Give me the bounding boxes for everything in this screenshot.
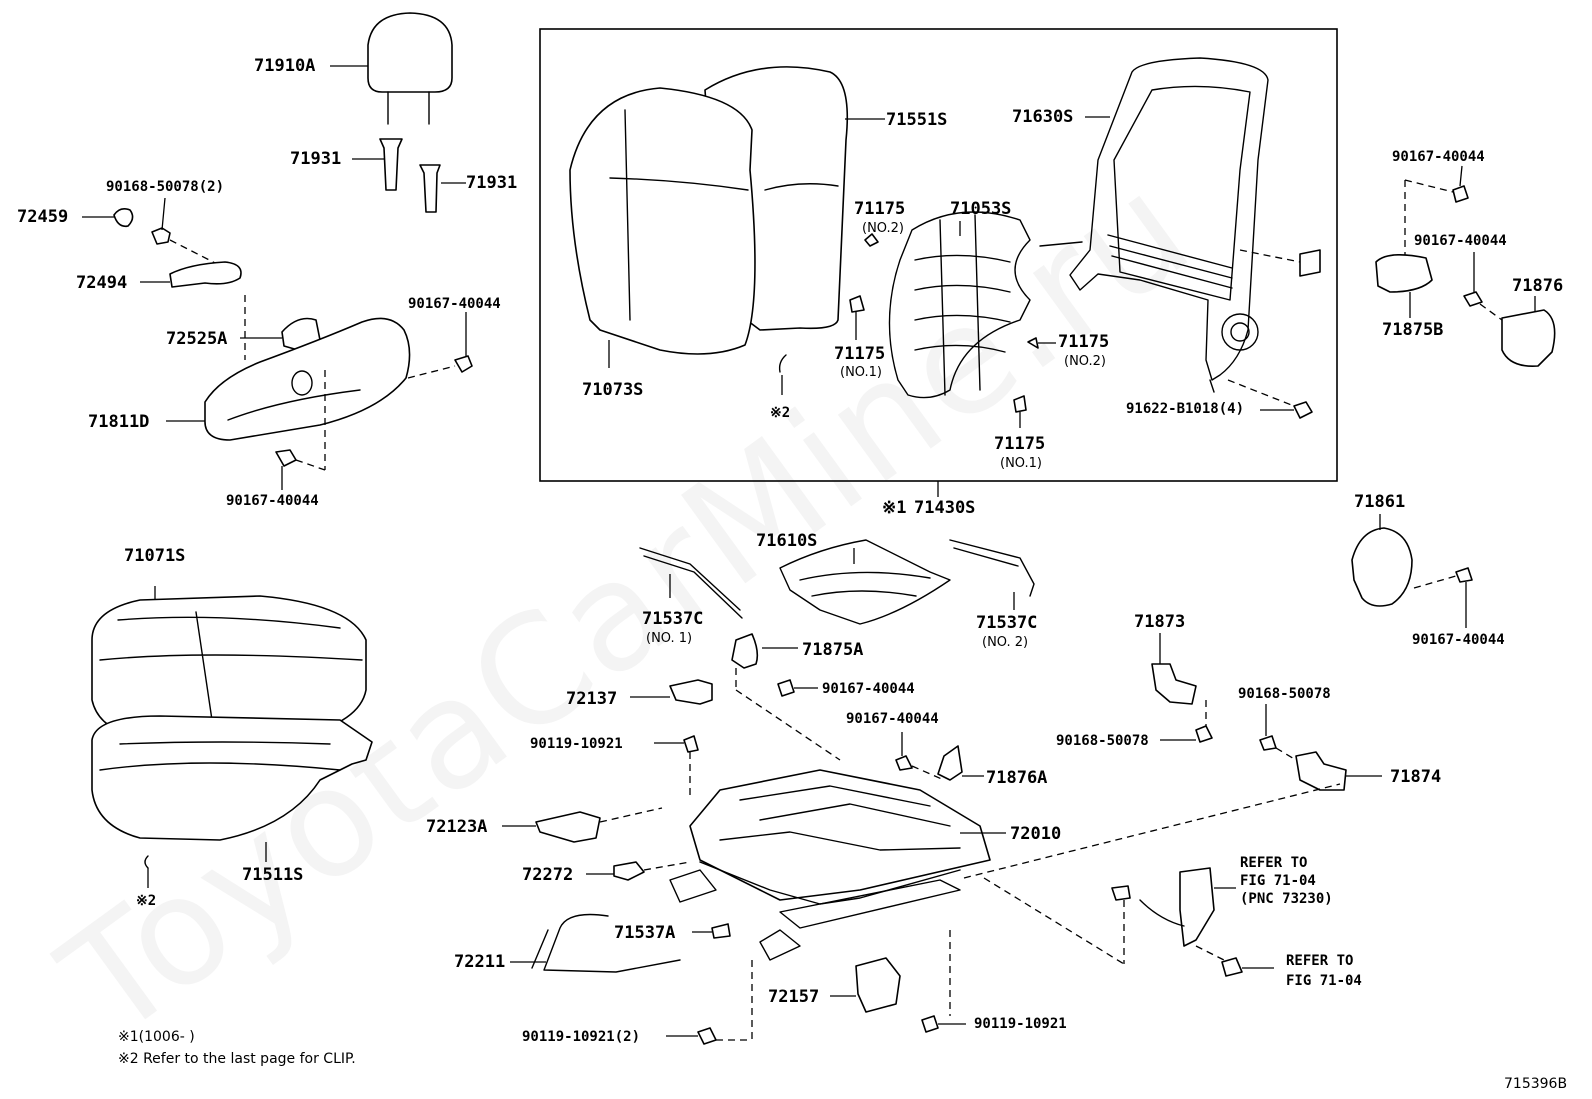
label-71511s[interactable]: 71511S [242,865,304,885]
label-71876a[interactable]: 71876A [986,768,1048,788]
label-71811d[interactable]: 71811D [88,412,150,432]
label-71175-no1-b-tag: (NO.1) [1000,456,1042,471]
label-71551s[interactable]: 71551S [886,110,948,130]
refer-nut-line1[interactable]: REFER TO [1286,953,1354,969]
label-71175-no1-b[interactable]: 71175 [994,434,1046,454]
label-90119-10921-2[interactable]: 90119-10921(2) [522,1029,641,1045]
lower-fittings-drawing [502,633,984,1045]
recliner-handle-drawing [82,197,246,360]
label-90168-50078-b[interactable]: 90168-50078 [1056,733,1149,749]
label-clip-note-back: ※2 [770,405,791,421]
label-71876[interactable]: 71876 [1512,276,1564,296]
label-71071s[interactable]: 71071S [124,546,186,566]
label-71910a[interactable]: 71910A [254,56,316,76]
label-71630s[interactable]: 71630S [1012,107,1074,127]
seatback-frame-drawing [1039,57,1321,419]
label-71537c-no1[interactable]: 71537C [642,609,704,629]
label-72494[interactable]: 72494 [76,273,128,293]
label-90167-40044-side-cover[interactable]: 90167-40044 [1412,632,1505,648]
label-71931-right[interactable]: 71931 [466,173,518,193]
label-72272[interactable]: 72272 [522,865,574,885]
inner-shield-drawing [1375,165,1556,367]
label-71175-no1-a[interactable]: 71175 [834,344,886,364]
label-90168-50078-2[interactable]: 90168-50078(2) [106,179,225,195]
label-90119-10921-b[interactable]: 90119-10921 [974,1016,1067,1032]
refer-nut-line2[interactable]: FIG 71-04 [1286,973,1362,989]
note-1: ※1(1006- ) [118,1029,195,1045]
label-71175-no1-a-tag: (NO.1) [840,365,882,380]
label-71175-no2-b[interactable]: 71175 [1058,332,1110,352]
cushion-spring-drawing [639,539,1035,625]
label-71430s-mark: ※1 [882,498,907,518]
label-72459[interactable]: 72459 [17,207,69,227]
label-72123a[interactable]: 72123A [426,817,488,837]
label-71875a[interactable]: 71875A [802,640,864,660]
shield-drawing [166,312,473,490]
label-90167-40044-shield-right[interactable]: 90167-40044 [408,296,501,312]
label-71175-no2-b-tag: (NO.2) [1064,354,1106,369]
label-91622-b1018-4[interactable]: 91622-B1018(4) [1126,401,1245,417]
figure-id: 715396B [1504,1076,1568,1092]
label-71175-no2-a-tag: (NO.2) [862,221,904,236]
label-72525a[interactable]: 72525A [166,329,228,349]
seatback-spring-drawing [849,211,1056,428]
label-71537c-no2[interactable]: 71537C [976,613,1038,633]
label-90167-40044-875a[interactable]: 90167-40044 [822,681,915,697]
label-71875b[interactable]: 71875B [1382,320,1444,340]
label-90119-10921-a[interactable]: 90119-10921 [530,736,623,752]
label-90168-50078-a[interactable]: 90168-50078 [1238,686,1331,702]
label-71873[interactable]: 71873 [1134,612,1186,632]
label-clip-note-cushion: ※2 [136,893,157,909]
headrest-guide-drawing [352,138,466,213]
label-71537a[interactable]: 71537A [614,923,676,943]
label-72211[interactable]: 72211 [454,952,506,972]
seat-adjuster-drawing [669,769,1006,961]
label-72137[interactable]: 72137 [566,689,618,709]
label-72010[interactable]: 72010 [1010,824,1062,844]
bracket-and-belt-drawing [963,633,1382,977]
label-71073s[interactable]: 71073S [582,380,644,400]
label-90167-40044-top-right[interactable]: 90167-40044 [1392,149,1485,165]
label-71610s[interactable]: 71610S [756,531,818,551]
label-71537c-no1-tag: (NO. 1) [646,631,693,646]
label-90167-40044-876a[interactable]: 90167-40044 [846,711,939,727]
label-90167-40044-shield-bottom[interactable]: 90167-40044 [226,493,319,509]
label-71430s[interactable]: 71430S [914,498,976,518]
note-2: ※2 Refer to the last page for CLIP. [118,1051,356,1067]
cushion-drawing [91,586,373,888]
side-cover-drawing [1351,514,1473,628]
headrest-drawing [330,12,453,125]
label-71874[interactable]: 71874 [1390,767,1442,787]
label-71931-left[interactable]: 71931 [290,149,342,169]
label-71537c-no2-tag: (NO. 2) [982,635,1029,650]
label-90167-40044-mid-right[interactable]: 90167-40044 [1414,233,1507,249]
refer-belt-line1[interactable]: REFER TO [1240,855,1308,871]
label-72157[interactable]: 72157 [768,987,820,1007]
label-71861[interactable]: 71861 [1354,492,1406,512]
seatback-cover-drawing [569,66,885,395]
refer-belt-line2[interactable]: FIG 71-04 [1240,873,1316,889]
label-71175-no2-a[interactable]: 71175 [854,199,906,219]
refer-belt-line3[interactable]: (PNC 73230) [1240,891,1333,907]
label-71053s[interactable]: 71053S [950,199,1012,219]
